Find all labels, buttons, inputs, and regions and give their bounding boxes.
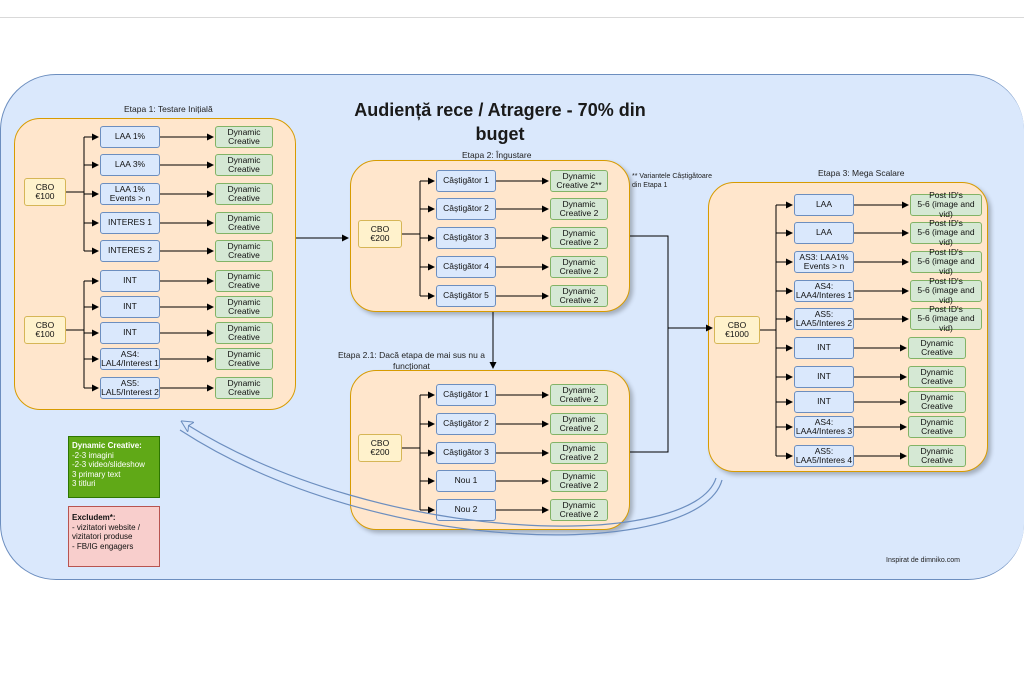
stage1-creative-box[interactable]: Dynamic Creative xyxy=(215,270,273,292)
stage1-creative-box[interactable]: Dynamic Creative xyxy=(215,296,273,318)
stage2-note: ** Variantele Câștigătoare din Etapa 1 xyxy=(632,173,713,189)
stage3-post-box[interactable]: Post ID's 5-6 (image and vid) xyxy=(910,190,982,219)
stage3-audience-box[interactable]: LAA xyxy=(794,222,854,244)
stage1-creative-box[interactable]: Dynamic Creative xyxy=(215,154,273,176)
stage21-label: Etapa 2.1: Dacă etapa de mai sus nu a fu… xyxy=(338,350,485,371)
stage3-post-box[interactable]: Post ID's 5-6 (image and vid) xyxy=(910,304,982,333)
stage3-post-box[interactable]: Post ID's 5-6 (image and vid) xyxy=(910,218,982,247)
stage3-post-box[interactable]: Post ID's 5-6 (image and vid) xyxy=(910,276,982,305)
stage1-audience-box[interactable]: INT xyxy=(100,270,160,292)
dynamic-legend-title: Dynamic Creative: xyxy=(72,441,142,450)
stage21-item-box[interactable]: Câștigător 2 xyxy=(436,413,496,435)
stage2-creative-box[interactable]: Dynamic Creative 2 xyxy=(550,256,608,278)
stage1-creative-box[interactable]: Dynamic Creative xyxy=(215,322,273,344)
stage1-audience-box[interactable]: LAA 1% xyxy=(100,126,160,148)
dynamic-legend-line: -2-3 imagini xyxy=(72,450,114,460)
stage3-creative-box[interactable]: Dynamic Creative xyxy=(908,416,966,438)
stage21-item-box[interactable]: Nou 1 xyxy=(436,470,496,492)
stage2-cbo[interactable]: CBO €200 xyxy=(358,220,402,248)
stage21-creative-box[interactable]: Dynamic Creative 2 xyxy=(550,442,608,464)
stage1-audience-box[interactable]: AS5: LAL5/Interest 2 xyxy=(100,377,160,399)
stage2-creative-box[interactable]: Dynamic Creative 2 xyxy=(550,198,608,220)
stage1-creative-box[interactable]: Dynamic Creative xyxy=(215,348,273,370)
stage1-creative-box[interactable]: Dynamic Creative xyxy=(215,212,273,234)
stage1-audience-box[interactable]: AS4: LAL4/Interest 1 xyxy=(100,348,160,370)
dynamic-legend-line: 3 primary text xyxy=(72,469,121,479)
stage1-audience-box[interactable]: LAA 3% xyxy=(100,154,160,176)
stage3-audience-box[interactable]: LAA xyxy=(794,194,854,216)
stage2-winner-box[interactable]: Câștigător 5 xyxy=(436,285,496,307)
exclude-legend-title: Excludem*: xyxy=(72,513,116,522)
stage1-creative-box[interactable]: Dynamic Creative xyxy=(215,183,273,205)
stage2-winner-box[interactable]: Câștigător 4 xyxy=(436,256,496,278)
stage21-creative-box[interactable]: Dynamic Creative 2 xyxy=(550,470,608,492)
stage3-audience-box[interactable]: AS4: LAA4/Interes 1 xyxy=(794,280,854,302)
dynamic-legend-line: -2-3 video/slideshow xyxy=(72,460,145,469)
stage3-audience-box[interactable]: AS5: LAA5/Interes 4 xyxy=(794,445,854,467)
stage1-audience-box[interactable]: INTERES 1 xyxy=(100,212,160,234)
stage3-audience-box[interactable]: INT xyxy=(794,391,854,413)
stage1-audience-box[interactable]: LAA 1% Events > n xyxy=(100,183,160,205)
stage2-creative-box[interactable]: Dynamic Creative 2 xyxy=(550,285,608,307)
diagram-title: Audiență rece / Atragere - 70% din buget xyxy=(354,100,646,144)
stage3-creative-box[interactable]: Dynamic Creative xyxy=(908,366,966,388)
stage1-creative-box[interactable]: Dynamic Creative xyxy=(215,126,273,148)
stage3-creative-box[interactable]: Dynamic Creative xyxy=(908,391,966,413)
stage1-audience-box[interactable]: INT xyxy=(100,296,160,318)
exclude-legend: Excludem*: - vizitatori website / vizita… xyxy=(68,506,160,567)
stage1-creative-box[interactable]: Dynamic Creative xyxy=(215,377,273,399)
stage21-creative-box[interactable]: Dynamic Creative 2 xyxy=(550,413,608,435)
stage3-creative-box[interactable]: Dynamic Creative xyxy=(908,337,966,359)
stage1-label: Etapa 1: Testare Inițială xyxy=(124,104,213,114)
exclude-legend-line: - FB/IG engagers xyxy=(72,541,134,551)
stage3-audience-box[interactable]: INT xyxy=(794,337,854,359)
stage3-audience-box[interactable]: INT xyxy=(794,366,854,388)
stage2-creative-box[interactable]: Dynamic Creative 2 xyxy=(550,227,608,249)
exclude-legend-line: vizitatori produse xyxy=(72,532,133,541)
stage2-winner-box[interactable]: Câștigător 1 xyxy=(436,170,496,192)
stage1-creative-box[interactable]: Dynamic Creative xyxy=(215,240,273,262)
stage1-audience-box[interactable]: INT xyxy=(100,322,160,344)
stage1-audience-box[interactable]: INTERES 2 xyxy=(100,240,160,262)
stage21-creative-box[interactable]: Dynamic Creative 2 xyxy=(550,499,608,521)
top-divider xyxy=(0,17,1024,18)
stage21-item-box[interactable]: Nou 2 xyxy=(436,499,496,521)
stage21-cbo[interactable]: CBO €200 xyxy=(358,434,402,462)
stage3-cbo[interactable]: CBO €1000 xyxy=(714,316,760,344)
stage3-label: Etapa 3: Mega Scalare xyxy=(818,168,905,178)
dynamic-legend-line: 3 titluri xyxy=(72,479,96,488)
stage3-creative-box[interactable]: Dynamic Creative xyxy=(908,445,966,467)
stage2-creative-box[interactable]: Dynamic Creative 2** xyxy=(550,170,608,192)
stage3-audience-box[interactable]: AS3: LAA1% Events > n xyxy=(794,251,854,273)
dynamic-creative-legend: Dynamic Creative: -2-3 imagini -2-3 vide… xyxy=(68,436,160,498)
stage1-cbo-top[interactable]: CBO €100 xyxy=(24,178,66,206)
stage3-audience-box[interactable]: AS5: LAA5/Interes 2 xyxy=(794,308,854,330)
stage1-cbo-bottom[interactable]: CBO €100 xyxy=(24,316,66,344)
stage2-label: Etapa 2: Îngustare xyxy=(462,150,532,160)
exclude-legend-line: - vizitatori website / xyxy=(72,522,141,532)
credit-text: Inspirat de dimniko.com xyxy=(886,557,960,564)
stage21-creative-box[interactable]: Dynamic Creative 2 xyxy=(550,384,608,406)
stage21-item-box[interactable]: Câștigător 3 xyxy=(436,442,496,464)
stage21-item-box[interactable]: Câștigător 1 xyxy=(436,384,496,406)
stage3-post-box[interactable]: Post ID's 5-6 (image and vid) xyxy=(910,247,982,276)
stage2-winner-box[interactable]: Câștigător 2 xyxy=(436,198,496,220)
stage3-audience-box[interactable]: AS4: LAA4/Interes 3 xyxy=(794,416,854,438)
stage2-winner-box[interactable]: Câștigător 3 xyxy=(436,227,496,249)
